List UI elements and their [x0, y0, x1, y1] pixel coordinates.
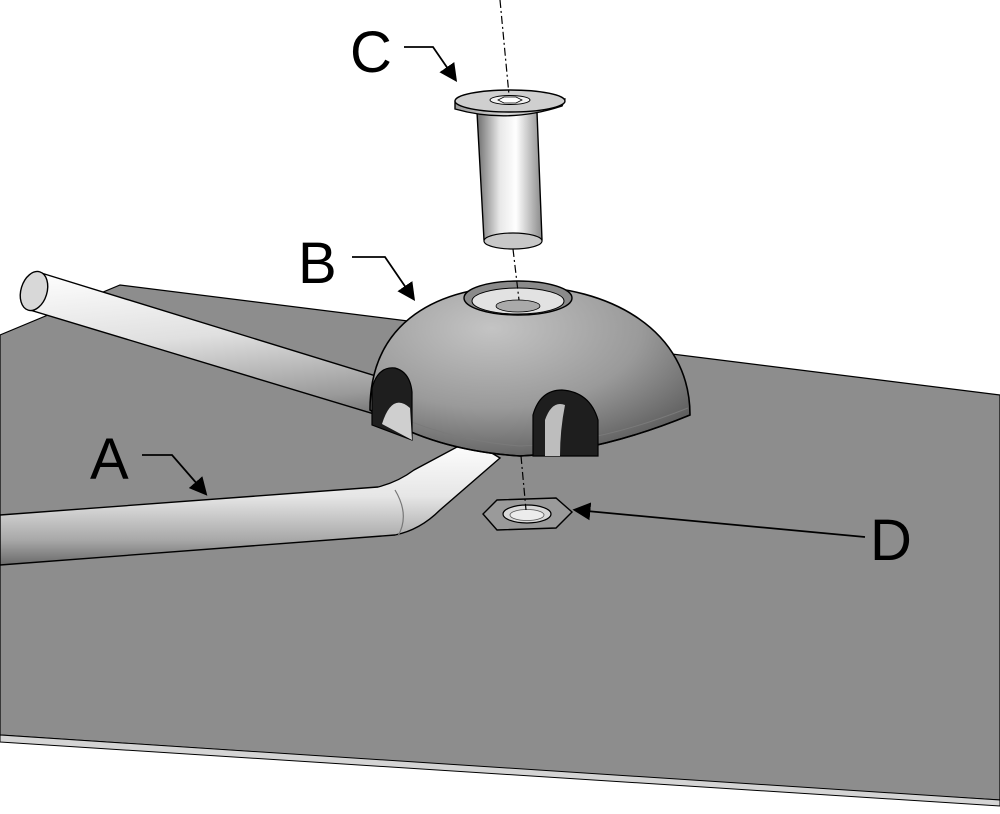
callout-label-a: A	[90, 427, 129, 492]
leader-a	[142, 454, 208, 496]
leader-lines	[142, 46, 866, 538]
base-plate	[0, 284, 1000, 814]
callout-label-b: B	[298, 231, 337, 296]
callout-label-d: D	[870, 508, 912, 573]
leader-b	[352, 256, 416, 301]
leader-d	[572, 502, 866, 538]
callout-label-c: C	[350, 20, 392, 85]
rod-a	[0, 439, 502, 566]
leader-c	[404, 46, 458, 82]
bolt-c	[454, 89, 566, 250]
center-axis-line	[499, 0, 527, 511]
nut-d	[482, 497, 574, 531]
dome-b	[369, 280, 691, 457]
